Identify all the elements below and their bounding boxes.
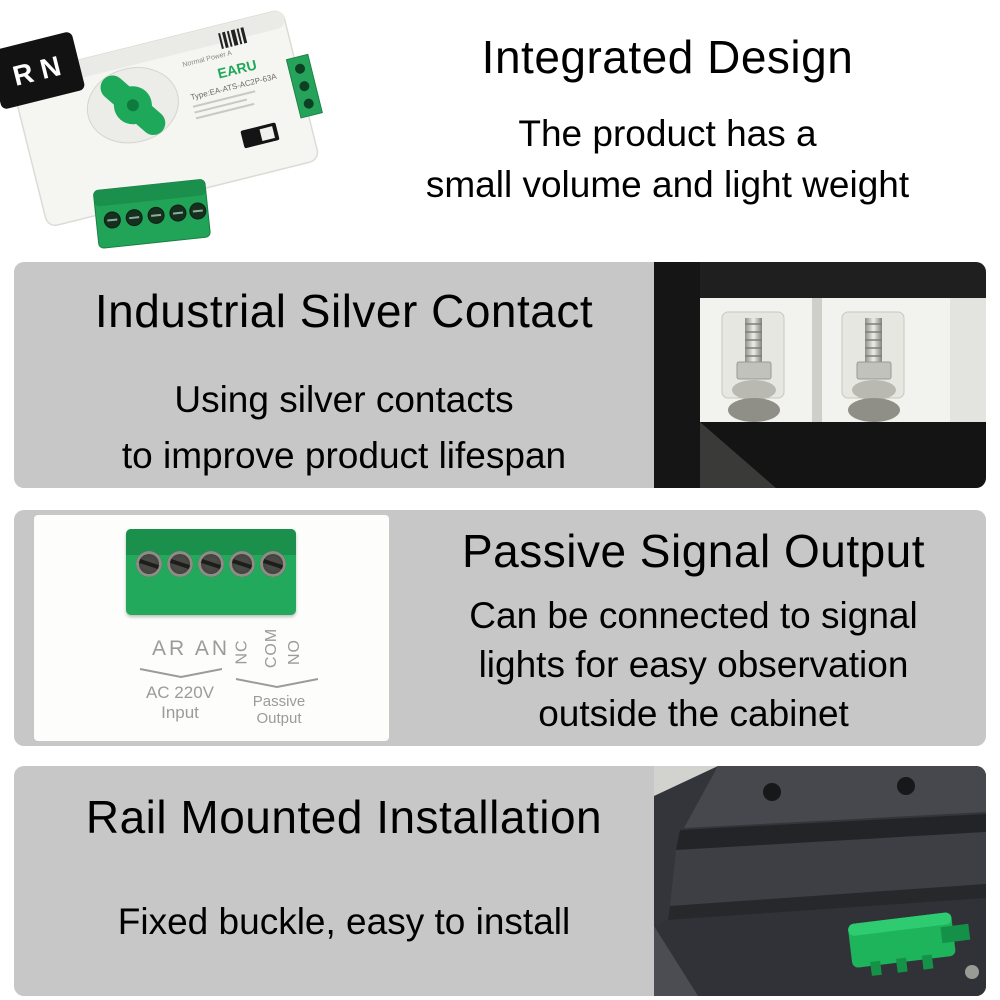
underbrace-input-icon — [139, 668, 223, 679]
passive-signal-line1: Can be connected to signal — [469, 595, 918, 636]
label-input: Input — [161, 702, 199, 722]
silver-contact-bolt-right — [841, 311, 905, 422]
green-terminal-block — [126, 529, 296, 615]
transfer-switch-photo: R N EARU Normal Power A Type:EA-ATS-AC2P… — [0, 0, 365, 258]
silver-contact-title: Industrial Silver Contact — [94, 285, 594, 337]
mount-hole-icon — [897, 777, 915, 795]
metal-pin-icon — [965, 965, 979, 979]
manual-switch-icon — [240, 122, 280, 149]
rail-mount-photo — [654, 766, 986, 996]
label-no: NO — [286, 639, 303, 665]
label-passive: Passive — [252, 693, 306, 710]
corner-label-plate — [0, 32, 85, 109]
terminal-screw-icon — [228, 551, 255, 577]
mount-hole-icon — [763, 783, 781, 801]
terminal-screw-icon — [259, 551, 286, 577]
rail-mounted-line1: Fixed buckle, easy to install — [117, 901, 571, 942]
label-com: COM — [263, 627, 281, 669]
silver-contact-photo — [654, 262, 986, 488]
silver-contact-line2: to improve product lifespan — [121, 434, 567, 476]
side-terminal-icon — [285, 53, 323, 119]
integrated-design-line2: small volume and light weight — [425, 164, 910, 206]
label-ac-220v: AC 220V — [145, 683, 215, 702]
rotary-knob-icon — [100, 75, 166, 135]
label-output: Output — [256, 710, 302, 728]
rail-mount-illustration — [654, 766, 986, 996]
bottom-terminal-icon — [93, 179, 211, 249]
label-ar-an: AR AN — [152, 637, 231, 660]
transfer-switch-illustration: R N EARU Normal Power A Type:EA-ATS-AC2P… — [0, 0, 365, 258]
terminal-closeup-photo: AR AN NC COM NO AC 220V Input Passive Ou… — [34, 515, 389, 741]
terminal-screw-icon — [167, 551, 194, 577]
integrated-design-line1: The product has a — [518, 113, 817, 154]
silver-contact-line1: Using silver contacts — [174, 379, 514, 420]
passive-signal-title: Passive Signal Output — [461, 525, 926, 577]
silver-contact-bolt-left — [721, 311, 785, 422]
barcode-icon — [218, 27, 248, 50]
rail-mounted-title: Rail Mounted Installation — [85, 791, 603, 843]
terminal-screw-icon — [197, 551, 224, 577]
underbrace-output-icon — [235, 678, 319, 689]
section-passive-signal: AR AN NC COM NO AC 220V Input Passive Ou… — [14, 510, 986, 746]
green-buckle-icon — [848, 912, 971, 976]
section-silver-contact: Industrial Silver Contact Using silver c… — [14, 262, 986, 488]
passive-signal-line2: lights for easy observation — [478, 643, 909, 685]
label-nc: NC — [233, 639, 251, 665]
passive-signal-line3: outside the cabinet — [538, 692, 849, 734]
silver-contact-illustration — [654, 262, 986, 488]
integrated-design-title: Integrated Design — [481, 31, 854, 83]
section-rail-mounted: Rail Mounted Installation Fixed buckle, … — [14, 766, 986, 996]
terminal-screw-icon — [136, 551, 163, 577]
